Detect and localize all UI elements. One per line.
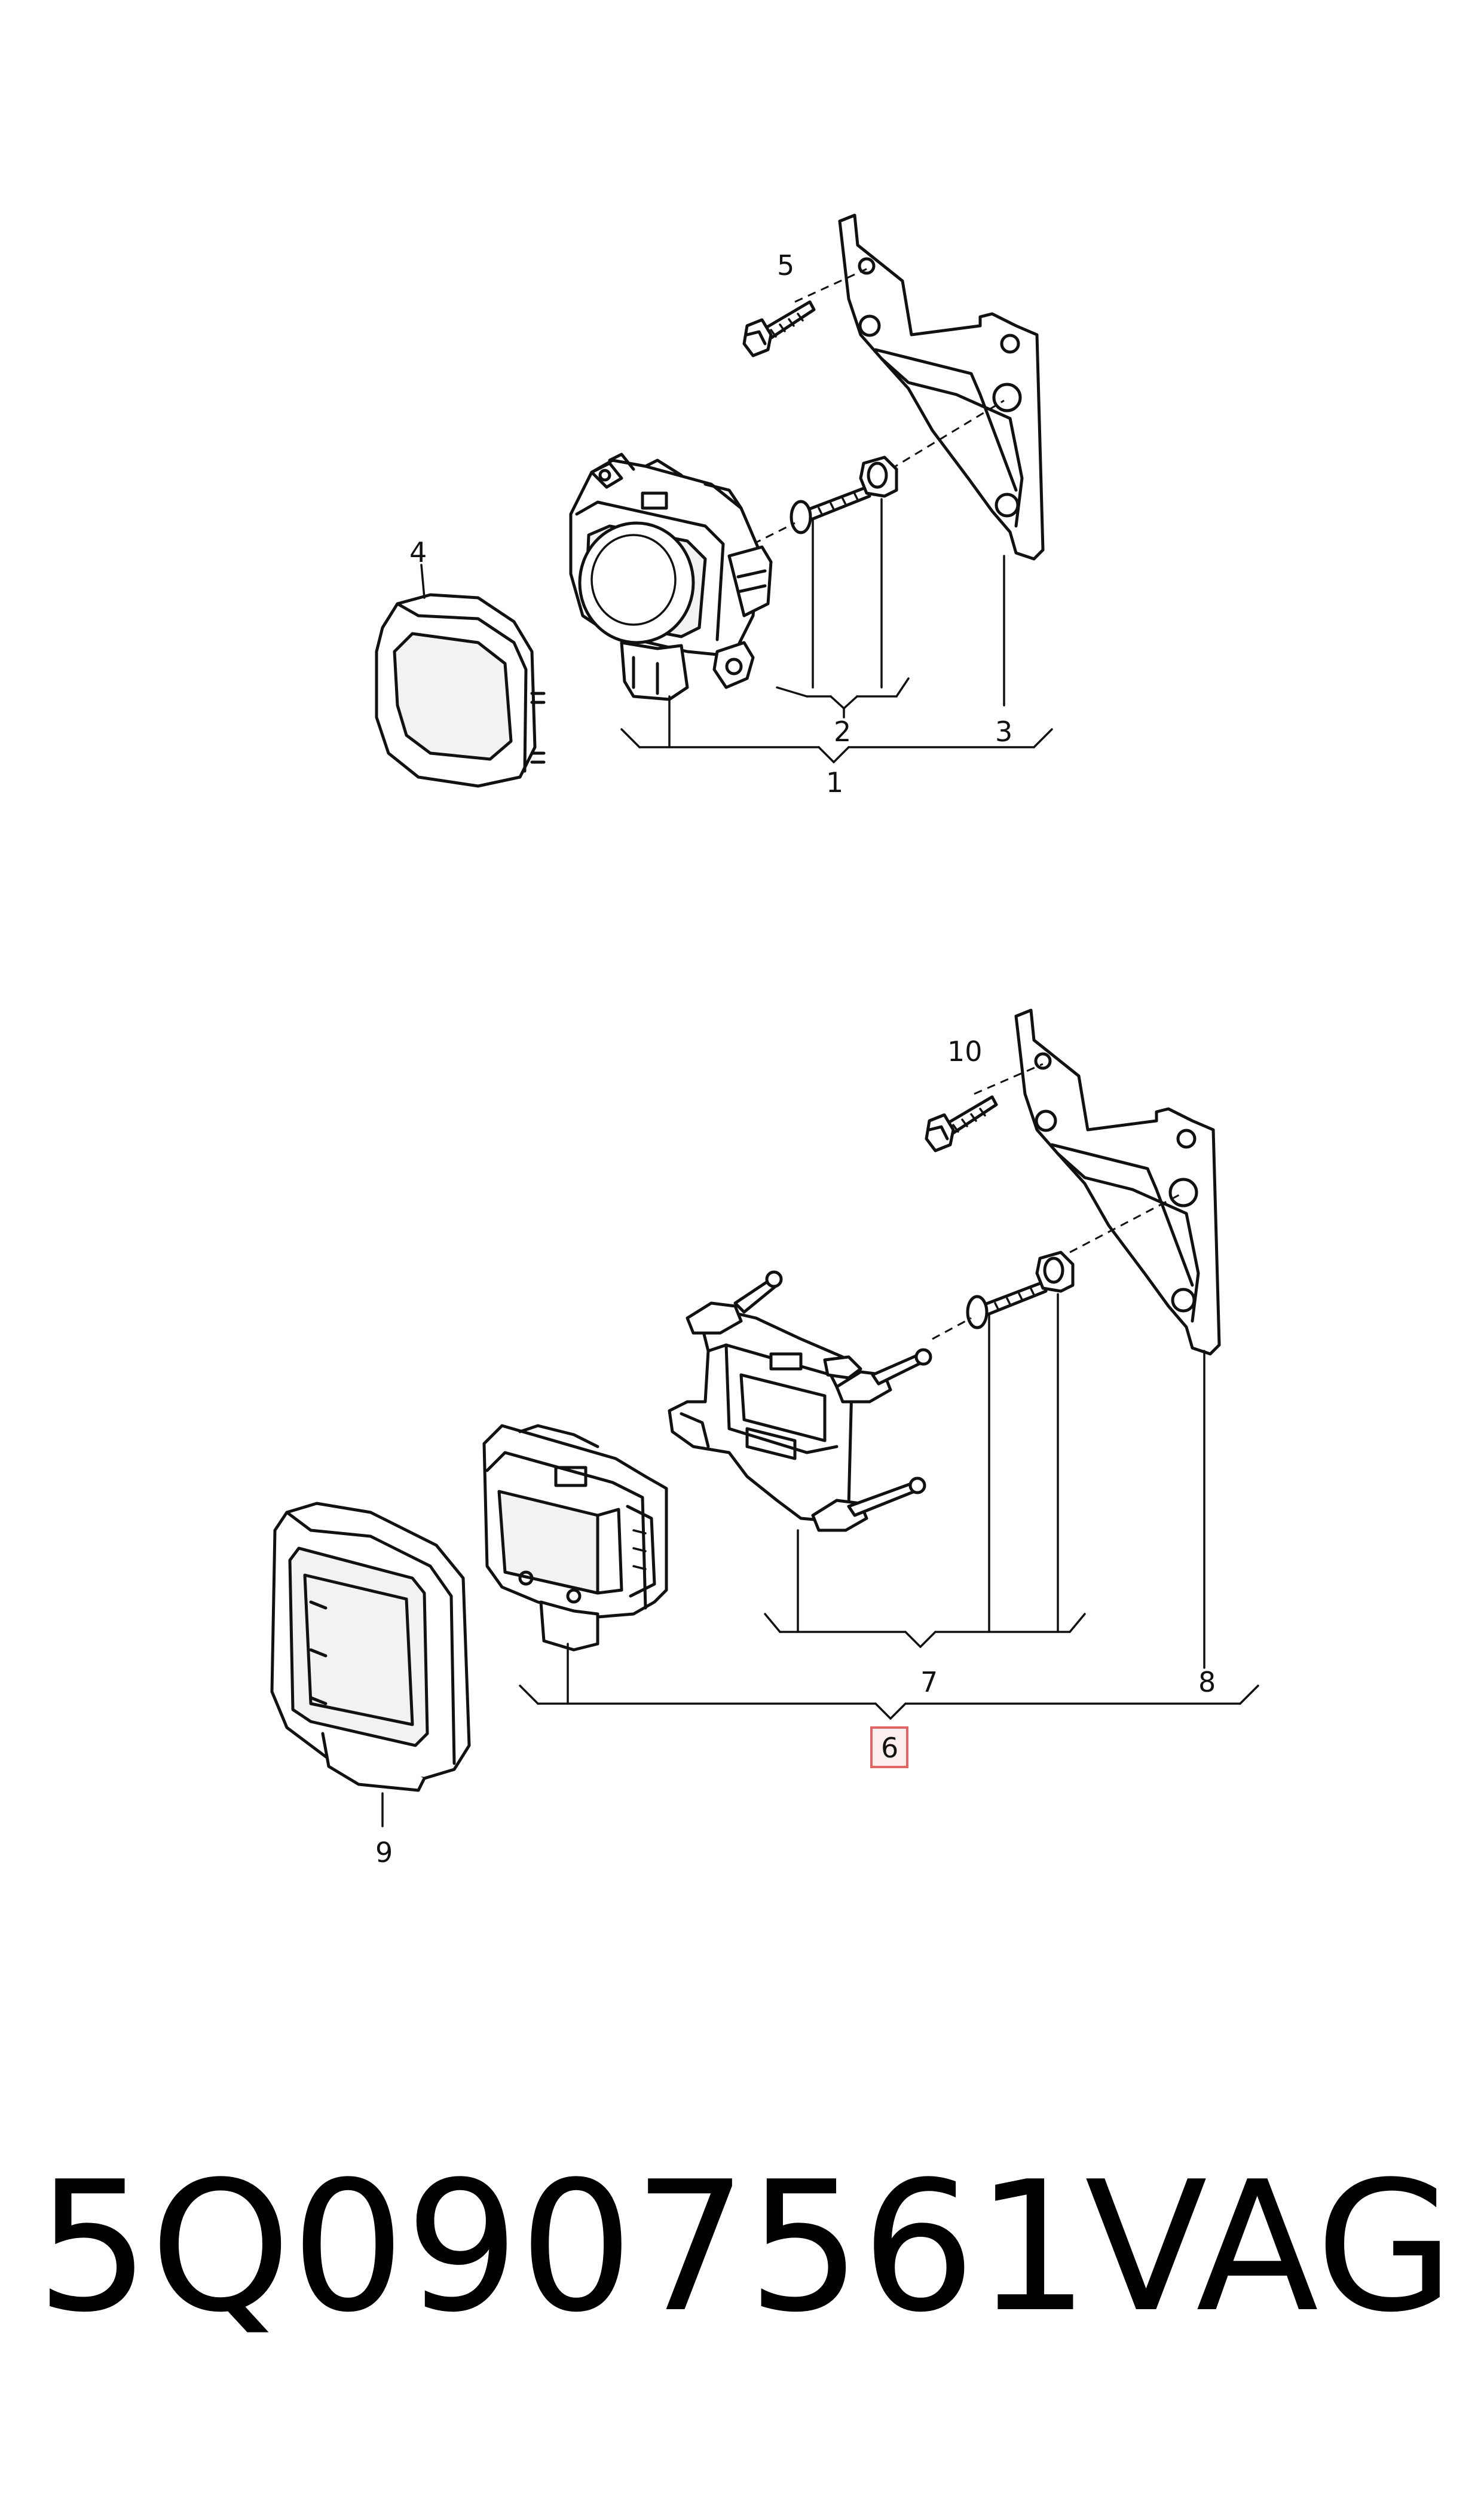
radar-sensor-part-6 <box>482 1424 668 1652</box>
screw-nut-part-7 <box>932 1251 1075 1340</box>
bracket-part-8 <box>974 1008 1221 1356</box>
cover-part-4 <box>375 593 546 788</box>
callout-9: 9 <box>375 1836 393 1869</box>
callout-3: 3 <box>995 716 1012 748</box>
callout-8: 8 <box>1198 1666 1216 1698</box>
bracket-part-3 <box>794 213 1045 561</box>
callout-6: 6 <box>881 1732 898 1764</box>
holder-clips <box>686 1270 932 1532</box>
callout-7: 7 <box>920 1666 938 1698</box>
lower-assembly: 10 7 8 6 9 <box>270 1008 1259 1869</box>
screw-part-5 <box>742 300 816 357</box>
brand-label: VAG <box>1085 2143 1455 2352</box>
screw-part-10 <box>925 1095 998 1152</box>
holder-bracket-part-7 <box>668 1307 862 1523</box>
cover-part-9 <box>270 1502 471 1792</box>
callout-6-highlight <box>870 1726 908 1768</box>
callout-10: 10 <box>947 1035 983 1068</box>
callout-5: 5 <box>777 249 794 282</box>
callout-1: 1 <box>826 766 843 799</box>
callout-4: 4 <box>409 536 427 568</box>
part-number-label: 5Q0907561 <box>36 2143 1090 2352</box>
upper-leader-lines <box>420 498 1053 763</box>
lower-leader-lines <box>381 1293 1259 1827</box>
callout-2: 2 <box>834 716 851 748</box>
upper-assembly: 4 5 2 3 1 <box>375 213 1053 799</box>
radar-sensor-part-1 <box>569 453 773 701</box>
screw-nut-part-2 <box>752 455 898 545</box>
